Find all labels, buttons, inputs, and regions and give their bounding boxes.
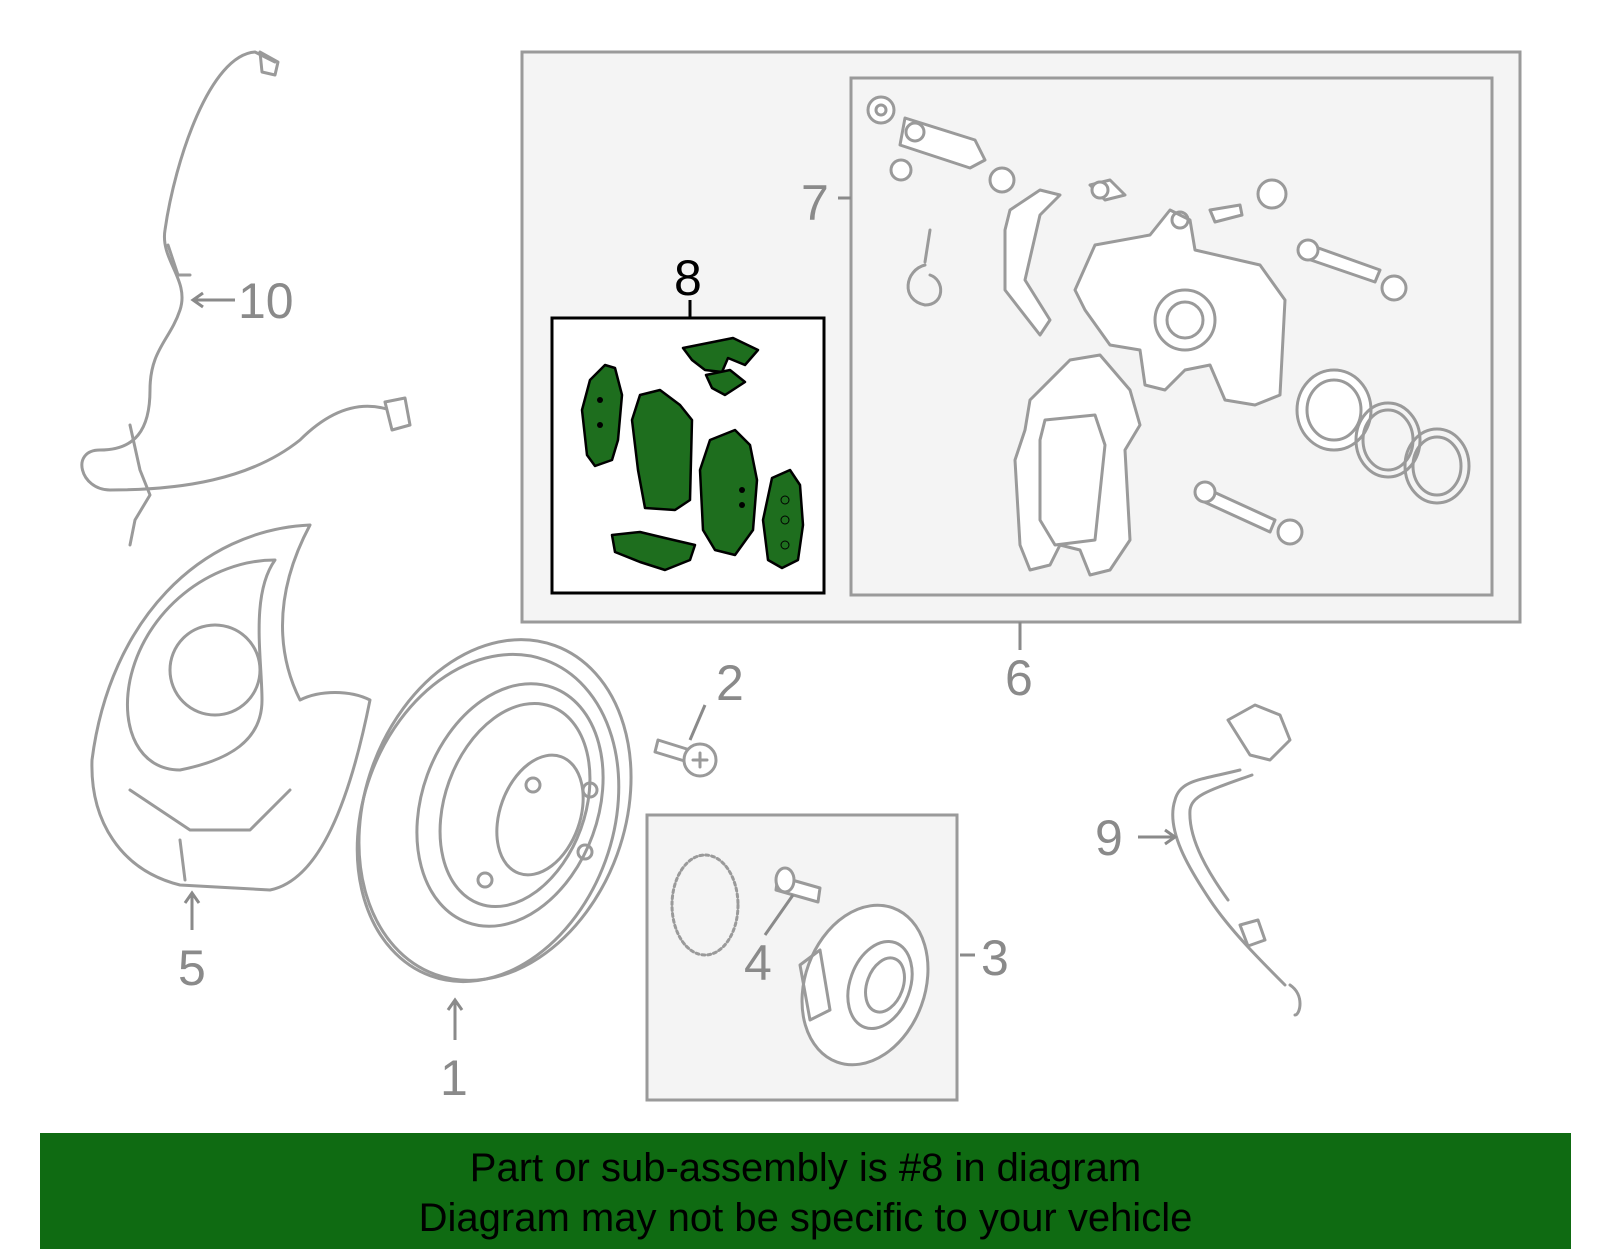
callout-10[interactable]: 10 — [238, 273, 294, 329]
caliper-bracket — [1013, 353, 1142, 577]
brake-hose — [1171, 703, 1302, 1017]
callout-1[interactable]: 1 — [440, 1050, 468, 1106]
caliper-body — [1073, 208, 1287, 407]
guide-pins-and-seals — [1193, 238, 1471, 546]
banner-line-2: Diagram may not be specific to your vehi… — [418, 1196, 1193, 1240]
callout-7[interactable]: 7 — [801, 175, 829, 231]
callout-4[interactable]: 4 — [744, 935, 772, 991]
callout-8[interactable]: 8 — [674, 250, 702, 306]
hub-assembly — [670, 853, 930, 1067]
rotor-screw — [653, 738, 718, 778]
brake-shield — [90, 523, 372, 892]
banner-line-1: Part or sub-assembly is #8 in diagram — [469, 1146, 1142, 1190]
leader-lines — [183, 196, 1178, 1040]
brake-pads[interactable] — [580, 336, 805, 572]
info-banner: Part or sub-assembly is #8 in diagram Di… — [40, 1133, 1571, 1249]
callout-5[interactable]: 5 — [178, 940, 206, 996]
callout-9[interactable]: 9 — [1095, 810, 1123, 866]
caliper-hardware — [866, 95, 1288, 337]
callout-3[interactable]: 3 — [981, 930, 1009, 986]
callout-6[interactable]: 6 — [1005, 650, 1033, 706]
brake-rotor[interactable] — [313, 601, 677, 1019]
abs-sensor-wire — [80, 50, 412, 547]
callout-2[interactable]: 2 — [716, 655, 744, 711]
